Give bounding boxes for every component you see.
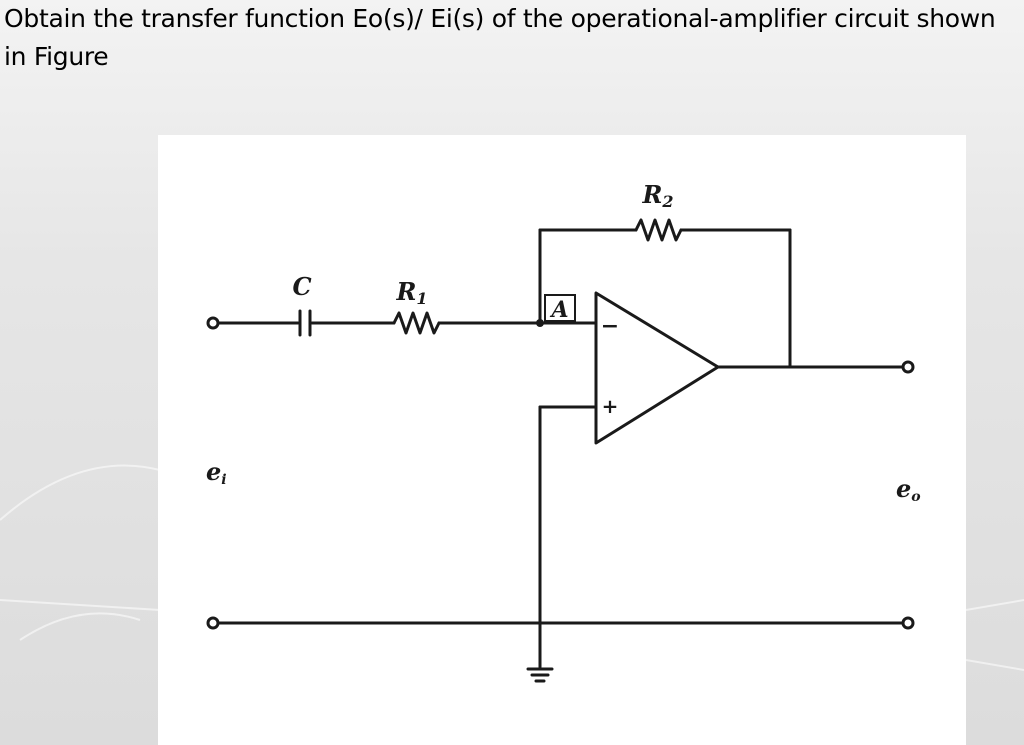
- node-a-label: A: [549, 297, 568, 323]
- input-terminal-top: [206, 316, 220, 330]
- r1-resistor: [392, 311, 441, 335]
- question-text: Obtain the transfer function Eo(s)/ Ei(s…: [4, 4, 996, 71]
- r2-label: R2: [641, 180, 673, 211]
- op-amp: [594, 291, 720, 445]
- output-voltage-label: eo: [896, 474, 921, 505]
- input-voltage-label: ei: [206, 457, 227, 488]
- circuit-diagram: C R1 R2 A − + ei eo: [206, 180, 921, 683]
- output-terminal-top: [901, 360, 915, 374]
- noninverting-input-label: +: [602, 394, 619, 418]
- input-terminal-bottom: [206, 616, 220, 630]
- capacitor-label: C: [292, 272, 311, 301]
- node-a-junction: [536, 319, 544, 327]
- node-a-box: [544, 294, 576, 322]
- inverting-input-label: −: [601, 313, 619, 339]
- r1-label: R1: [395, 277, 427, 308]
- circuit-figure: C R1 R2 A − + ei eo: [158, 135, 966, 745]
- r2-resistor: [634, 218, 683, 242]
- output-terminal-bottom: [901, 616, 915, 630]
